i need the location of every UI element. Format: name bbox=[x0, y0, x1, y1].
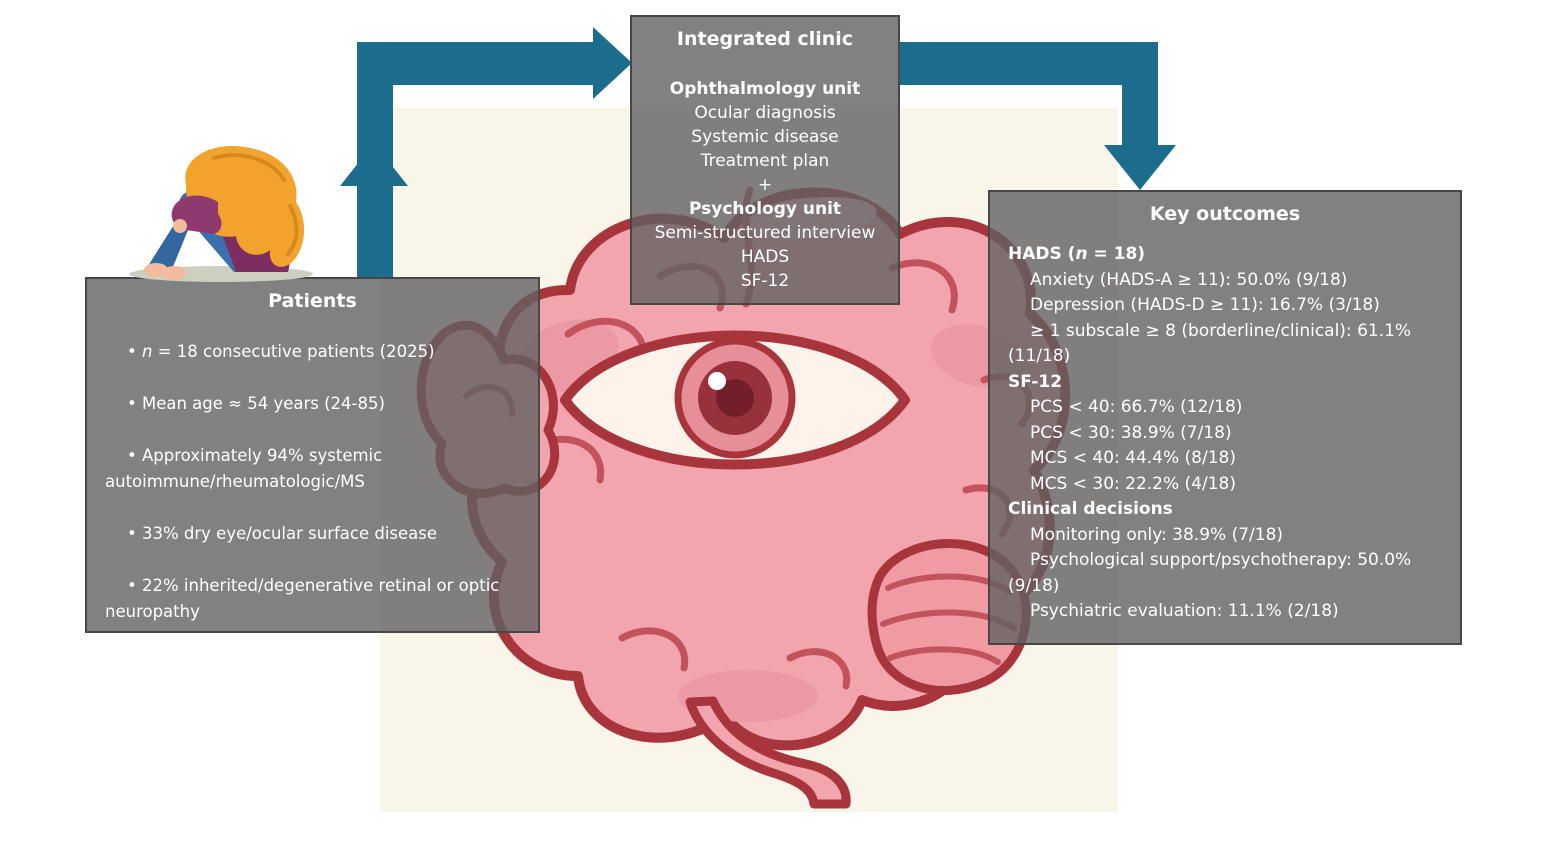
person-foot bbox=[162, 266, 186, 280]
clinic-line: Semi-structured interview bbox=[654, 223, 876, 243]
ophthalmology-unit-header: Ophthalmology unit bbox=[669, 79, 861, 99]
outcome-line-monitoring: Monitoring only: 38.9% (7/18) bbox=[1030, 524, 1284, 545]
person-hair-strands bbox=[212, 153, 299, 256]
brain-stem bbox=[685, 696, 851, 809]
patients-bullet-retinal: • 22% inherited/degenerative retinal or … bbox=[105, 576, 500, 621]
outcome-line-pcs30: PCS < 30: 38.9% (7/18) bbox=[1030, 422, 1232, 443]
outcome-line-depression: Depression (HADS-D ≥ 11): 16.7% (3/18) bbox=[1030, 295, 1380, 315]
italic-n: n bbox=[141, 342, 153, 361]
eye-pupil bbox=[716, 379, 754, 417]
outcome-line-psychiatric: Psychiatric evaluation: 11.1% (2/18) bbox=[1030, 601, 1339, 621]
outcome-line-pcs40: PCS < 40: 66.7% (12/18) bbox=[1030, 397, 1243, 417]
patients-bullet-dry-eye: • 33% dry eye/ocular surface disease bbox=[127, 524, 438, 543]
italic-n: n bbox=[1075, 244, 1088, 264]
bullet-text: = 18 consecutive patients (2025) bbox=[152, 342, 435, 361]
patients-box: Patients • n = 18 consecutive patients (… bbox=[85, 277, 540, 633]
header-text: HADS ( bbox=[1008, 244, 1076, 264]
patients-bullet-n: • n = 18 consecutive patients (2025) bbox=[105, 339, 520, 365]
outcome-line-psychotherapy: Psychological support/psychotherapy: 50.… bbox=[1008, 550, 1412, 596]
plus-sign: + bbox=[757, 175, 773, 195]
patients-title: Patients bbox=[268, 290, 357, 312]
clinic-line: SF-12 bbox=[740, 271, 790, 291]
patients-bullet-age: • Mean age ≈ 54 years (24-85) bbox=[127, 394, 385, 413]
bullet-text: • bbox=[127, 342, 142, 361]
outcome-line-mcs30: MCS < 30: 22.2% (4/18) bbox=[1030, 473, 1236, 494]
clinic-title: Integrated clinic bbox=[676, 28, 854, 50]
eye-highlight bbox=[708, 372, 726, 390]
clinic-line: Systemic disease bbox=[691, 127, 839, 147]
person-foot bbox=[144, 263, 168, 277]
outcomes-title: Key outcomes bbox=[1149, 203, 1301, 225]
clinic-line: HADS bbox=[740, 247, 790, 267]
sad-person-illustration bbox=[118, 140, 323, 286]
clinic-line: Ocular diagnosis bbox=[694, 103, 836, 123]
clinical-decisions-header: Clinical decisions bbox=[1008, 499, 1173, 519]
sf12-header: SF-12 bbox=[1008, 371, 1063, 392]
header-text: = 18) bbox=[1087, 244, 1146, 264]
key-outcomes-box: Key outcomes HADS (n = 18) Anxiety (HADS… bbox=[988, 190, 1462, 645]
psychology-unit-header: Psychology unit bbox=[688, 199, 842, 219]
outcome-line-anxiety: Anxiety (HADS-A ≥ 11): 50.0% (9/18) bbox=[1030, 269, 1348, 290]
outcome-line-mcs40: MCS < 40: 44.4% (8/18) bbox=[1030, 448, 1236, 468]
arrow-right-head bbox=[593, 27, 632, 99]
patients-bullet-systemic: • Approximately 94% systemic autoimmune/… bbox=[105, 446, 383, 491]
person-hand bbox=[173, 219, 187, 233]
person-hair bbox=[185, 145, 305, 267]
outcome-line-subscale: ≥ 1 subscale ≥ 8 (borderline/clinical): … bbox=[1008, 320, 1412, 367]
eye-illustration bbox=[560, 330, 910, 470]
hads-header: HADS (n = 18) bbox=[1008, 242, 1442, 268]
integrated-clinic-box: Integrated clinic Ophthalmology unit Ocu… bbox=[630, 15, 900, 305]
clinic-line: Treatment plan bbox=[700, 151, 830, 171]
